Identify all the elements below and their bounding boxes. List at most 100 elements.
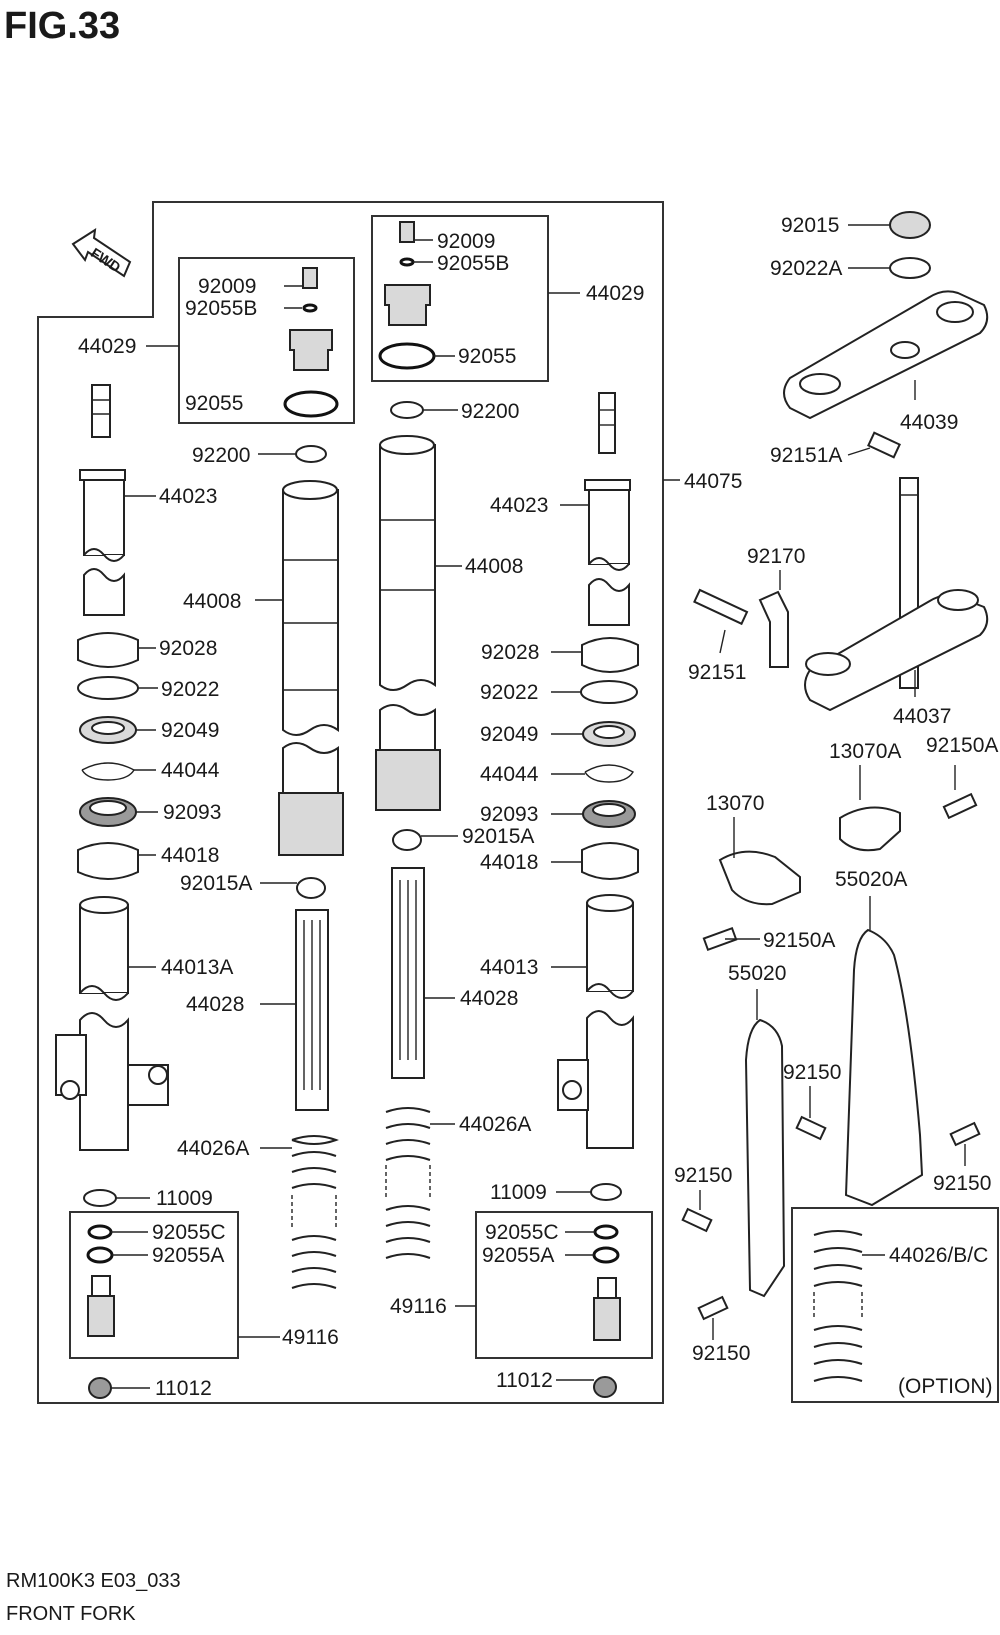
label-55020: 55020 [728, 962, 786, 985]
label-44075: 44075 [684, 470, 742, 493]
oring-92055a-left [86, 1246, 114, 1264]
label-92028-left: 92028 [159, 637, 217, 660]
bolt-11012-left [88, 1377, 112, 1399]
diagram-code: RM100K3 E03_033 [6, 1570, 181, 1592]
right-fork-leg [557, 392, 639, 1398]
spring-44026a-left [291, 1135, 339, 1289]
label-92093-left: 92093 [163, 801, 221, 824]
screw-92009-left [302, 267, 318, 289]
label-44013a: 44013A [161, 956, 233, 979]
bolt-11012-right [593, 1376, 617, 1398]
label-92200-left: 92200 [192, 444, 250, 467]
bushing-44018-right [581, 842, 639, 880]
label-92015a-right: 92015A [462, 825, 534, 848]
label-44023-left: 44023 [159, 485, 217, 508]
label-44026a-right: 44026A [459, 1113, 531, 1136]
bolt-92150-3 [949, 1121, 981, 1147]
label-92055a-left: 92055A [152, 1244, 224, 1267]
label-92015a-left: 92015A [180, 872, 252, 895]
label-92055-left: 92055 [185, 392, 243, 415]
leader-lines [111, 224, 966, 1389]
bolt-92151 [693, 588, 749, 626]
option-spring-box [791, 1207, 999, 1403]
label-92170: 92170 [747, 545, 805, 568]
label-92150a-mid: 92150A [763, 929, 835, 952]
label-44044-right: 44044 [480, 763, 539, 786]
label-44028-left: 44028 [186, 993, 244, 1016]
fork-guards [681, 928, 981, 1321]
clip-44044-left [81, 762, 135, 781]
label-44018-left: 44018 [161, 844, 219, 867]
lower-leg-right [586, 1010, 634, 1149]
label-49116-right: 49116 [390, 1295, 447, 1318]
label-44018-right: 44018 [480, 851, 538, 874]
label-92055c-left: 92055C [152, 1221, 226, 1244]
axle-bracket-right [375, 749, 441, 811]
oring-92055a-right [592, 1246, 620, 1264]
label-44026a-left: 44026A [177, 1137, 249, 1160]
clamp-13070 [718, 850, 801, 906]
label-92150a-top: 92150A [926, 734, 998, 757]
valve-49116-left [91, 1275, 111, 1297]
label-92200-right: 92200 [461, 400, 519, 423]
label-92055-right: 92055 [458, 345, 516, 368]
label-92009-left: 92009 [198, 275, 256, 298]
washer-92022a [889, 257, 931, 279]
fork-guard-55020 [744, 1018, 786, 1298]
washer-92022-right [580, 680, 638, 704]
cap-bolt-kit-box-left [178, 257, 355, 424]
outer-tube-44013a [79, 904, 129, 994]
washer-92200-left [295, 445, 327, 463]
washer-11009-right [590, 1183, 622, 1201]
label-92151a: 92151A [770, 444, 842, 467]
label-92009-right: 92009 [437, 230, 495, 253]
bolt-92150-4 [697, 1295, 729, 1321]
label-92150-2: 92150 [674, 1164, 732, 1187]
inner-tube-left [278, 445, 344, 1289]
nut-92015a-right [392, 829, 422, 851]
tube-44008-right [379, 444, 436, 691]
label-44029-right: 44029 [586, 282, 644, 305]
label-92015: 92015 [781, 214, 839, 237]
cap-bolt-right [384, 284, 431, 326]
label-13070: 13070 [706, 792, 764, 815]
label-92093-right: 92093 [480, 803, 538, 826]
bolt-92150a-mid [702, 926, 738, 952]
option-spring-44026bc [813, 1230, 863, 1382]
damper-rod-right [598, 392, 616, 454]
cable-guide-92170 [758, 590, 789, 668]
label-92049-right: 92049 [480, 723, 538, 746]
inner-rod-left [83, 474, 125, 556]
label-92028-right: 92028 [481, 641, 539, 664]
label-11009-right: 11009 [490, 1181, 547, 1204]
label-92022-right: 92022 [480, 681, 538, 704]
oring-92055b-left [302, 303, 318, 313]
clip-44044-right [584, 764, 634, 783]
fork-assembly-frame [37, 201, 664, 1404]
nut-92015a-left [296, 877, 326, 899]
inner-rod-right [588, 483, 630, 565]
label-92022a: 92022A [770, 257, 842, 280]
valve-49116-right [597, 1277, 617, 1299]
label-92049-left: 92049 [161, 719, 219, 742]
oring-92055-left [283, 390, 339, 418]
nut-92015 [889, 211, 931, 239]
fork-guard-mounts [702, 792, 978, 952]
bolt-92150-2 [681, 1207, 713, 1233]
label-44028-right: 44028 [460, 987, 518, 1010]
damper-kit-box-left [69, 1211, 239, 1359]
cap-bolt-kit-box-right [371, 215, 549, 382]
label-option: (OPTION) [898, 1375, 993, 1398]
label-92055c-right: 92055C [485, 1221, 559, 1244]
label-44008-left: 44008 [183, 590, 241, 613]
oring-92055-right [378, 342, 436, 370]
label-44026bc: 44026/B/C [889, 1244, 988, 1267]
spring-44026a-right [385, 1107, 431, 1259]
label-11012-left: 11012 [155, 1377, 212, 1400]
label-11009-left: 11009 [156, 1187, 213, 1210]
label-92150-4: 92150 [692, 1342, 750, 1365]
bolt-92151a [867, 431, 901, 459]
cylinder-lower-left [83, 568, 125, 616]
cap-bolt-left [289, 329, 333, 371]
label-92022-left: 92022 [161, 678, 219, 701]
